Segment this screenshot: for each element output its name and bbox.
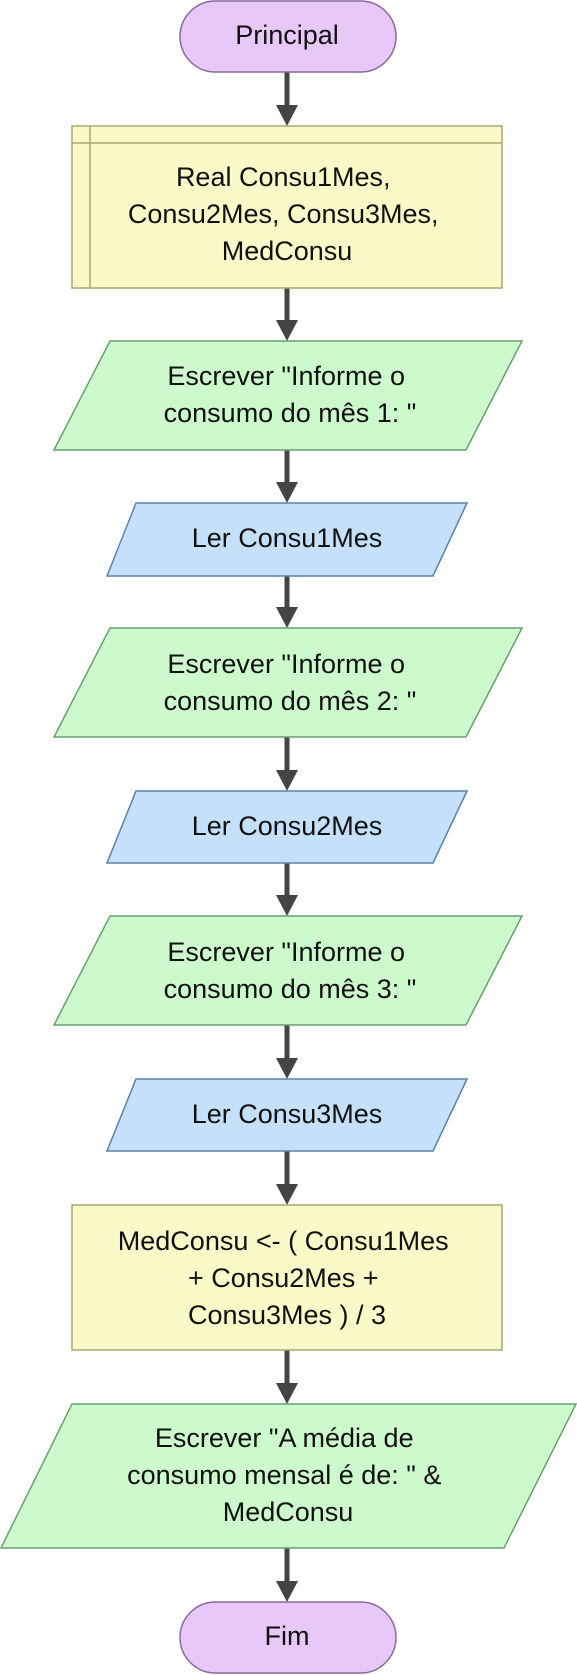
arrowhead-icon xyxy=(276,1581,298,1602)
declaration-line: Consu2Mes, Consu3Mes, xyxy=(128,199,439,229)
arrowhead-icon xyxy=(276,1383,298,1404)
input-block-3: Ler Consu3Mes xyxy=(105,1078,469,1152)
declaration-text: Real Consu1Mes, Consu2Mes, Consu3Mes, Me… xyxy=(128,162,446,266)
process-block: MedConsu <- ( Consu1Mes + Consu2Mes + Co… xyxy=(71,1204,503,1351)
output-2-text: Escrever "Informe o consumo do mês 2: " xyxy=(164,649,417,716)
end-terminal: Fim xyxy=(179,1601,397,1674)
arrowhead-icon xyxy=(276,770,298,791)
input-1-text: Ler Consu1Mes xyxy=(192,523,383,553)
input-block-2: Ler Consu2Mes xyxy=(105,790,469,864)
arrowhead-icon xyxy=(276,607,298,628)
output-1-text: Escrever "Informe o consumo do mês 1: " xyxy=(164,361,417,428)
declaration-block: Real Consu1Mes, Consu2Mes, Consu3Mes, Me… xyxy=(71,125,503,289)
arrowhead-icon xyxy=(276,482,298,503)
output-block-2: Escrever "Informe o consumo do mês 2: " xyxy=(52,627,524,738)
input-3-text: Ler Consu3Mes xyxy=(192,1099,383,1129)
output-line: Escrever "Informe o xyxy=(167,937,405,967)
output-line: consumo mensal é de: " & xyxy=(127,1460,441,1490)
process-line: MedConsu <- ( Consu1Mes xyxy=(118,1226,449,1256)
arrowhead-icon xyxy=(276,105,298,126)
output-block-4: Escrever "A média de consumo mensal é de… xyxy=(0,1403,577,1549)
declaration-line: MedConsu xyxy=(222,236,353,266)
output-line: consumo do mês 3: " xyxy=(164,974,417,1004)
arrowhead-icon xyxy=(276,895,298,916)
end-label: Fim xyxy=(265,1621,310,1651)
input-block-1: Ler Consu1Mes xyxy=(105,502,469,577)
process-text: MedConsu <- ( Consu1Mes + Consu2Mes + Co… xyxy=(118,1226,456,1330)
start-label: Principal xyxy=(235,20,339,50)
output-line: consumo do mês 2: " xyxy=(164,686,417,716)
output-line: Escrever "A média de xyxy=(155,1423,414,1453)
output-line: MedConsu xyxy=(223,1497,354,1527)
declaration-line: Real Consu1Mes, xyxy=(176,162,391,192)
arrowhead-icon xyxy=(276,1058,298,1079)
output-line: consumo do mês 1: " xyxy=(164,398,417,428)
arrowhead-icon xyxy=(276,1184,298,1205)
process-line: + Consu2Mes + xyxy=(188,1263,379,1293)
output-line: Escrever "Informe o xyxy=(167,649,405,679)
connectors xyxy=(276,72,298,1602)
output-3-text: Escrever "Informe o consumo do mês 3: " xyxy=(164,937,417,1004)
output-block-1: Escrever "Informe o consumo do mês 1: " xyxy=(52,340,524,451)
output-4-text: Escrever "A média de consumo mensal é de… xyxy=(127,1423,449,1527)
output-line: Escrever "Informe o xyxy=(167,361,405,391)
input-2-text: Ler Consu2Mes xyxy=(192,811,383,841)
process-line: Consu3Mes ) / 3 xyxy=(188,1300,386,1330)
start-terminal: Principal xyxy=(179,0,397,73)
arrowhead-icon xyxy=(276,320,298,341)
output-block-3: Escrever "Informe o consumo do mês 3: " xyxy=(52,915,524,1026)
